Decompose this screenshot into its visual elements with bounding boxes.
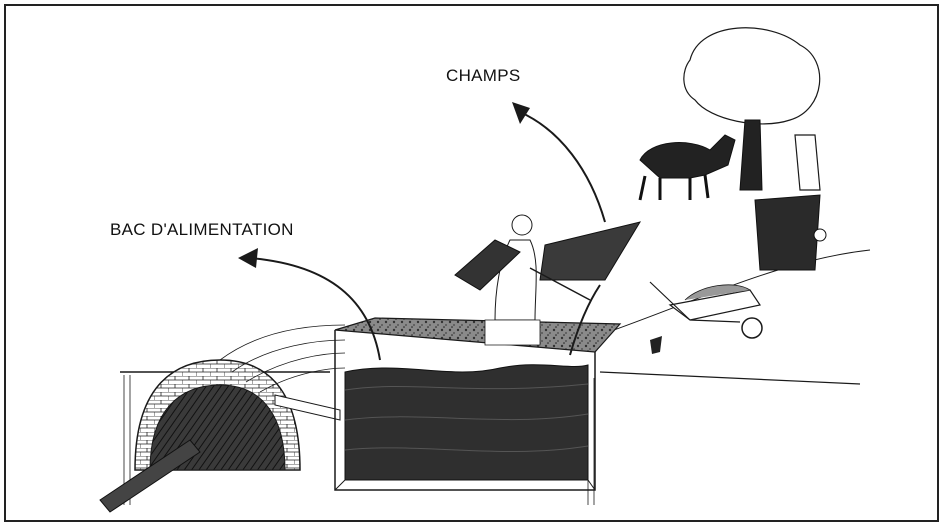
arrow-to-champs [512,102,606,223]
label-champs: CHAMPS [446,66,521,85]
digester-dome [99,324,346,513]
slurry-tank [334,317,622,491]
farmer-figure [454,214,642,346]
tree-figure [683,27,821,191]
label-bac-alimentation: BAC D'ALIMENTATION [110,220,294,239]
trolley-figure [754,134,827,271]
arrow-to-bac [238,248,381,361]
wheelbarrow-figure [649,281,763,354]
arrow-from-tank [569,284,601,356]
donkey-figure [638,134,736,201]
